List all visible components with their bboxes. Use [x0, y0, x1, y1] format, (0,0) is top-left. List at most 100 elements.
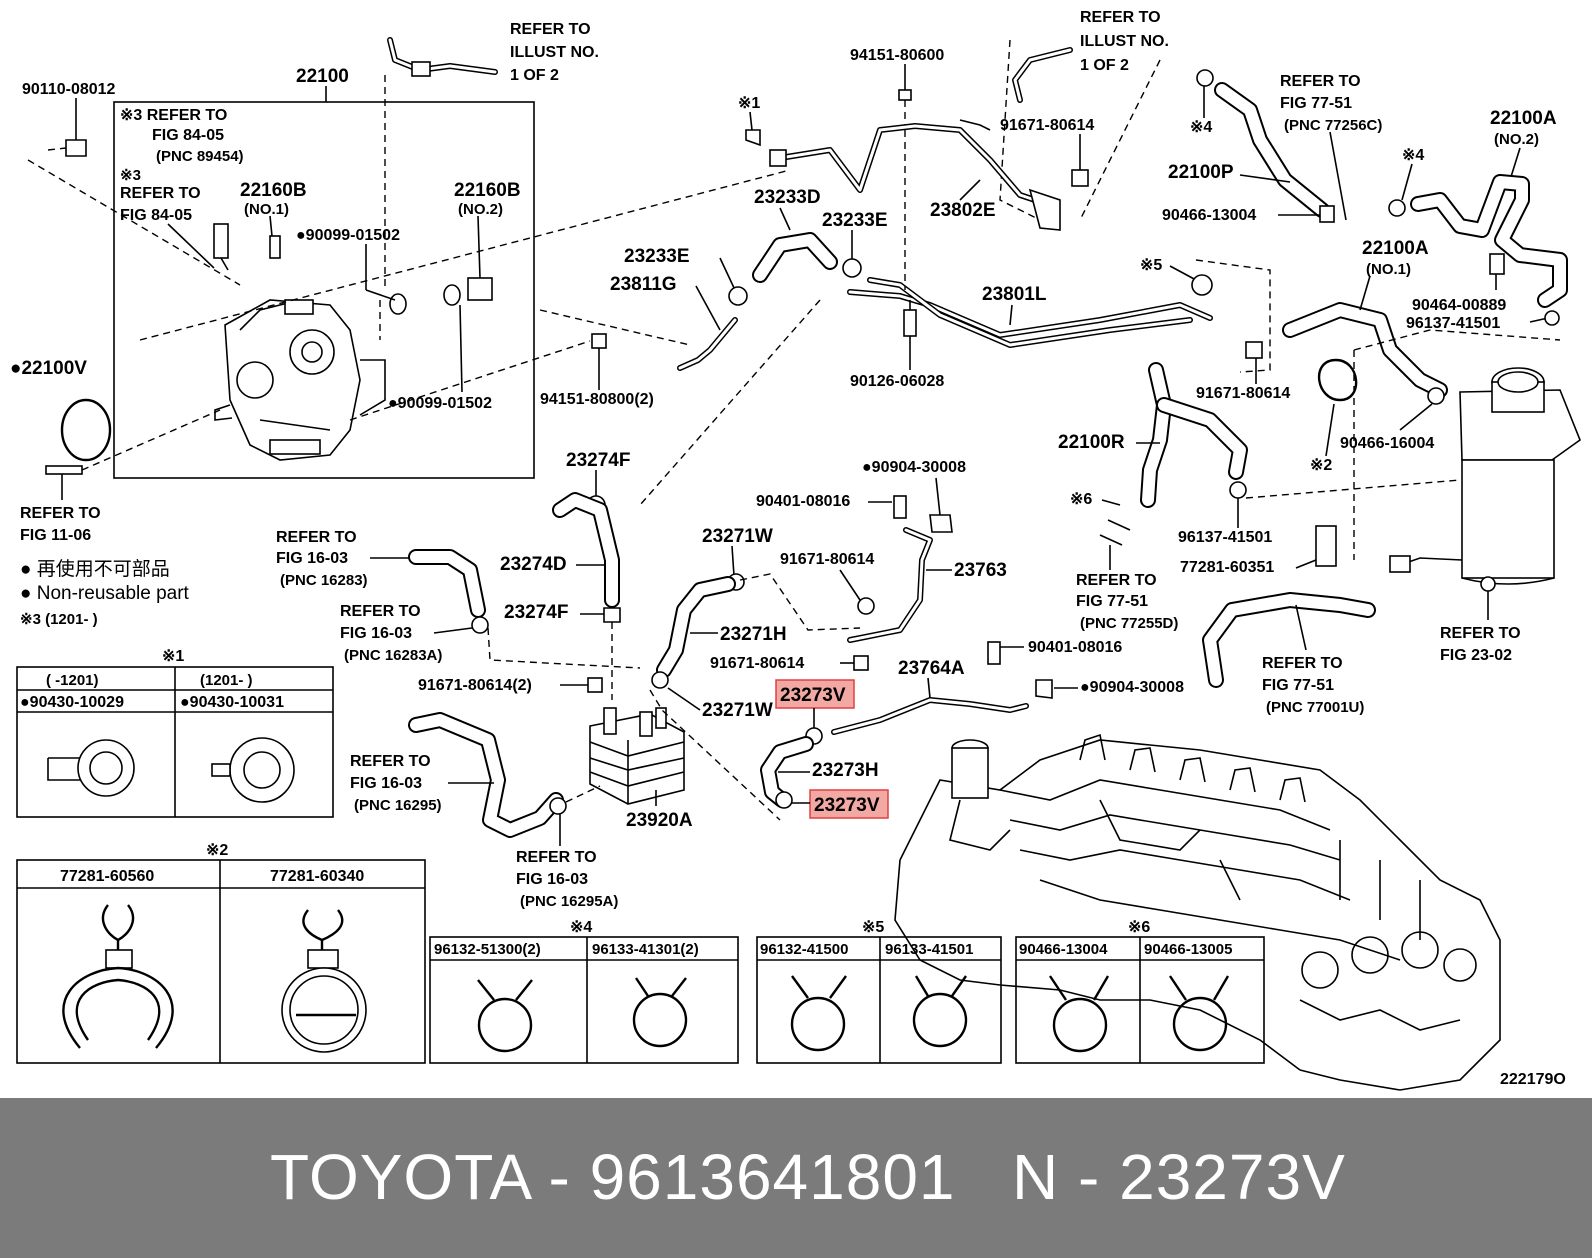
table4-col2-part: 96133-41301(2) [592, 941, 699, 958]
bolt-icon [987, 641, 1001, 665]
illustration-id: 222179O [1500, 1071, 1566, 1088]
bolt-icon [1071, 169, 1089, 187]
refer-16-03-d-l3: (PNC 16295A) [520, 893, 618, 910]
mark-2-label: ※2 [1310, 457, 1332, 474]
refer-illust-2-l3: 1 OF 2 [1080, 57, 1129, 74]
part-77281-60351: 77281-60351 [1180, 559, 1274, 576]
part-23801L: 23801L [982, 284, 1047, 305]
refer-84-05-a-l1: ※3 REFER TO [120, 107, 227, 124]
part-90464: 90464-00889 [1412, 297, 1506, 314]
refer-11-06-l1: REFER TO [20, 505, 101, 522]
clip-icon [1318, 358, 1358, 402]
part-90401-a: 90401-08016 [756, 493, 850, 510]
union-bolt-icon [467, 277, 493, 301]
parts-diagram: 22100 ※3 REFER TO FIG 84-05 (PNC 89454) … [10, 9, 1581, 1091]
refer-77-51-c-l1: REFER TO [1262, 655, 1343, 672]
clip-icon [651, 671, 669, 689]
part-23273V-b[interactable]: 23273V [814, 795, 880, 816]
part-91671-c: 91671-80614 [780, 551, 874, 568]
part-22160B-no2: 22160B [454, 180, 521, 201]
part-90466-16004: 90466-16004 [1340, 435, 1434, 452]
refer-84-05-b-l1: ※3 [120, 167, 141, 184]
part-23233E-b: 23233E [624, 246, 690, 267]
refer-77-51-c-l2: FIG 77-51 [1262, 677, 1334, 694]
table5-mark: ※5 [862, 919, 884, 936]
clip-77281-icon [1315, 525, 1337, 567]
bolt-icon [587, 677, 603, 693]
oil-cooler-drawing [589, 707, 685, 805]
refer-illust-1-l2: ILLUST NO. [510, 44, 599, 61]
part-23274F-a: 23274F [566, 450, 630, 471]
refer-77-51-b-l3: (PNC 77255D) [1080, 615, 1178, 632]
table2-mark: ※2 [206, 842, 228, 859]
clamp-icon [1427, 387, 1445, 405]
fitting-icon [769, 149, 787, 167]
refer-16-03-a-l1: REFER TO [276, 529, 357, 546]
refer-16-03-c-l2: FIG 16-03 [350, 775, 422, 792]
part-22100: 22100 [296, 66, 349, 87]
clip-icon [775, 791, 793, 809]
table5-col2-part: 96133-41501 [885, 941, 973, 958]
engine-block-drawing [894, 733, 1501, 1091]
table6-col2-part: 90466-13005 [1144, 941, 1232, 958]
table2-col2-part: 77281-60340 [270, 868, 364, 885]
table4-col1-part: 96132-51300(2) [434, 941, 541, 958]
part-94151-80600: 94151-80600 [850, 47, 944, 64]
refer-illust-1-l3: 1 OF 2 [510, 67, 559, 84]
part-90904-b: ●90904-30008 [1080, 679, 1184, 696]
table5-col1-part: 96132-41500 [760, 941, 848, 958]
part-96137-a: 96137-41501 [1406, 315, 1500, 332]
part-91671-b: 91671-80614 [1196, 385, 1290, 402]
part-22100V: ●22100V [10, 358, 87, 379]
mark-4-label-a: ※4 [1190, 119, 1212, 136]
part-23274D: 23274D [500, 554, 567, 575]
clamp-icon [1319, 205, 1335, 223]
part-23273V-a[interactable]: 23273V [780, 685, 846, 706]
bracket-icon [1028, 188, 1061, 231]
highlight-23273V-b [809, 789, 889, 819]
part-22160B-no2-sub: (NO.2) [458, 201, 503, 218]
refer-23-02-l2: FIG 23-02 [1440, 647, 1512, 664]
part-23233D: 23233D [754, 187, 821, 208]
o-ring-icon [60, 398, 112, 462]
footer-brand-part-number: TOYOTA - 9613641801 [270, 1141, 956, 1213]
nut-icon [591, 333, 607, 349]
refer-77-51-c-l3: (PNC 77001U) [1266, 699, 1364, 716]
bolt-icon [269, 235, 281, 259]
table1-mark: ※1 [162, 648, 184, 665]
refer-16-03-d-l1: REFER TO [516, 849, 597, 866]
table-mark-5: ※5 96132-41500 96133-41501 [756, 919, 1002, 1064]
refer-77-51-a-l1: REFER TO [1280, 73, 1361, 90]
refer-77-51-b-l1: REFER TO [1076, 572, 1157, 589]
part-96137-b: 96137-41501 [1178, 529, 1272, 546]
clip-icon [1544, 310, 1560, 326]
part-23271H: 23271H [720, 624, 787, 645]
mark-1-label: ※1 [738, 95, 760, 112]
footer-bar: TOYOTA - 9613641801 N - 23273V [0, 1098, 1592, 1258]
mark-4-label-b: ※4 [1402, 147, 1424, 164]
legend-japanese: ● 再使用不可部品 [20, 558, 170, 580]
part-90126: 90126-06028 [850, 373, 944, 390]
clip-icon [1196, 69, 1214, 87]
clamp-icon [745, 129, 761, 147]
footer-reference-number: N - 23273V [1012, 1141, 1346, 1213]
refer-16-03-b-l3: (PNC 16283A) [344, 647, 442, 664]
part-23802E: 23802E [930, 200, 996, 221]
refer-16-03-d-l2: FIG 16-03 [516, 871, 588, 888]
table1-col1-part: ●90430-10029 [20, 694, 124, 711]
part-22100A-no1: 22100A [1362, 238, 1429, 259]
pressure-sensor-icon [213, 223, 229, 259]
supply-pump-drawing [214, 299, 386, 461]
clip-icon [603, 607, 621, 623]
refer-77-51-b-l2: FIG 77-51 [1076, 593, 1148, 610]
part-23233E-a: 23233E [822, 210, 888, 231]
clip-icon [1388, 199, 1406, 217]
refer-84-05-b-l3: FIG 84-05 [120, 207, 192, 224]
clamp-icon [1229, 481, 1247, 499]
refer-16-03-c-l1: REFER TO [350, 753, 431, 770]
clamp-icon [1035, 679, 1053, 699]
refer-illust-2-l1: REFER TO [1080, 9, 1161, 26]
refer-16-03-a-l2: FIG 16-03 [276, 550, 348, 567]
nut-icon [898, 89, 912, 101]
table-mark-1: ※1 ( -1201) (1201- ) ●90430-10029 ●90430… [16, 648, 334, 818]
